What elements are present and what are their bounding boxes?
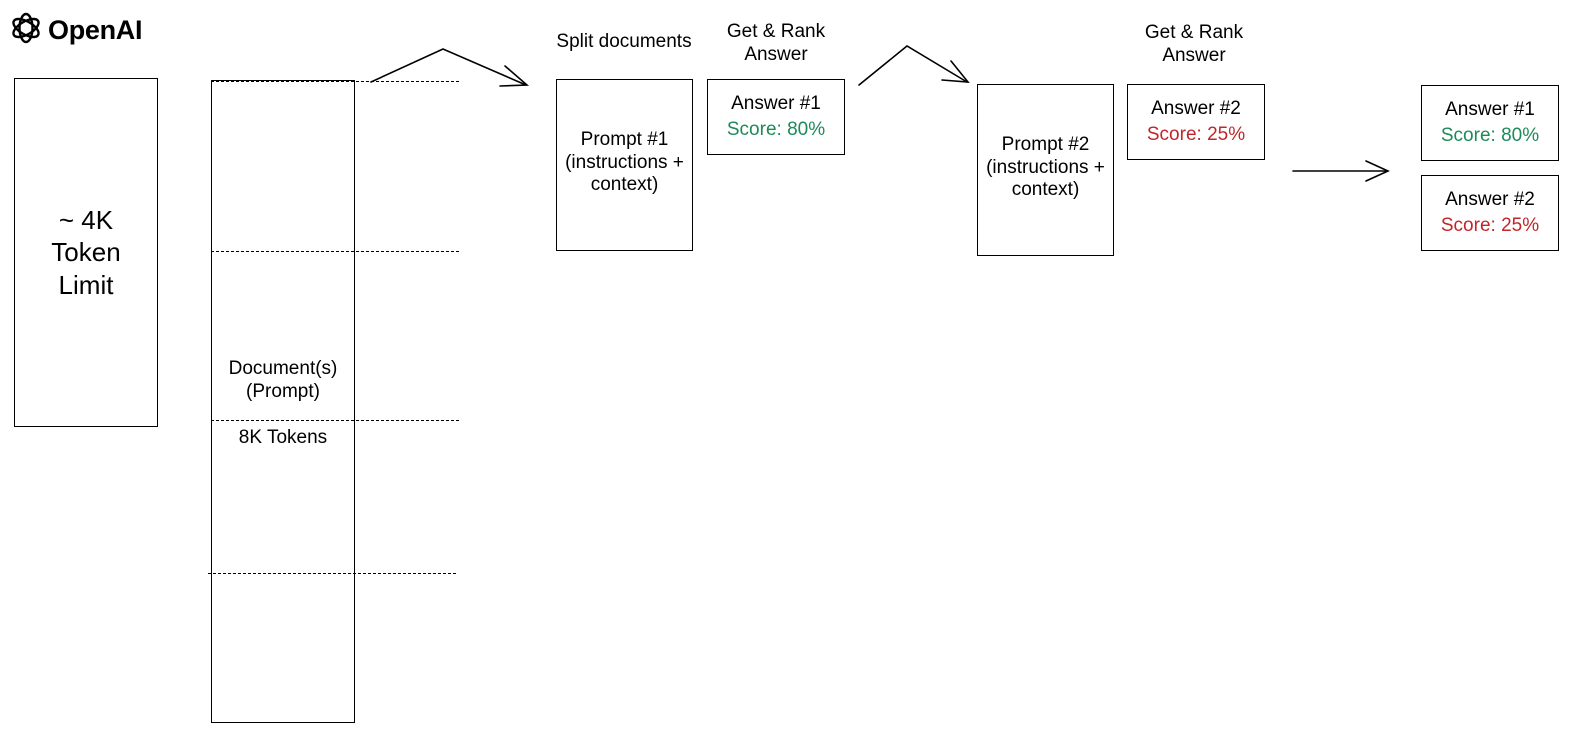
answer-2-title: Answer #2 [1151, 98, 1241, 120]
document-label-line1: Document(s) [228, 358, 338, 379]
arrow-to-prompt-2-head [941, 60, 970, 83]
ranked-answer-1-score: Score: 80% [1440, 125, 1540, 146]
token-limit-line2: Token [51, 237, 121, 268]
document-label-line2: (Prompt) [246, 380, 320, 402]
answer-1-title: Answer #1 [731, 93, 821, 115]
split-documents-header: Split documents [556, 31, 692, 52]
answer-1-box: Answer #1 Score: 80% [707, 79, 845, 155]
answer-2-score: Score: 25% [1146, 124, 1246, 145]
document-label: Document(s) (Prompt) [211, 358, 355, 404]
rank-header-1-line1: Get & Rank [726, 21, 826, 42]
rank-header-2-line1: Get & Rank [1144, 22, 1244, 43]
rank-header-2-line2: Answer [1162, 44, 1226, 66]
openai-logo: OpenAI [8, 10, 143, 51]
split-line-3 [211, 420, 459, 421]
prompt-2-line1: Prompt #2 [1001, 134, 1090, 156]
ranked-answer-2-title: Answer #2 [1445, 189, 1535, 211]
prompt-2-box: Prompt #2 (instructions + context) [977, 84, 1114, 256]
split-line-1 [211, 81, 459, 82]
token-limit-box: ~ 4K Token Limit [14, 78, 158, 427]
arrow-to-ranked-head [1365, 160, 1390, 182]
answer-2-box: Answer #2 Score: 25% [1127, 84, 1265, 160]
logo-text: OpenAI [48, 15, 143, 45]
token-limit-line1: ~ 4K [58, 204, 114, 235]
rank-header-1: Get & Rank Answer [704, 21, 848, 67]
document-column [211, 80, 355, 723]
ranked-answer-1-title: Answer #1 [1445, 99, 1535, 121]
ranked-answer-2-box: Answer #2 Score: 25% [1421, 175, 1559, 251]
prompt-1-line1: Prompt #1 [580, 129, 669, 151]
prompt-2-line3: context) [1011, 179, 1080, 201]
split-line-2 [211, 251, 459, 252]
document-tokens-label: 8K Tokens [238, 427, 328, 448]
openai-logo-icon [8, 10, 44, 51]
arrow-to-prompt-1-head [499, 65, 530, 87]
prompt-1-line3: context) [590, 174, 659, 196]
prompt-1-box: Prompt #1 (instructions + context) [556, 79, 693, 251]
ranked-answer-2-score: Score: 25% [1440, 215, 1540, 236]
rank-header-1-line2: Answer [744, 43, 808, 65]
rank-header-2: Get & Rank Answer [1122, 22, 1266, 68]
ranked-answer-1-box: Answer #1 Score: 80% [1421, 85, 1559, 161]
token-limit-line3: Limit [58, 269, 114, 300]
split-line-4 [208, 573, 456, 574]
prompt-2-line2: (instructions + [986, 156, 1105, 178]
prompt-1-line2: (instructions + [565, 151, 684, 173]
arrow-to-prompt-2 [858, 45, 968, 86]
answer-1-score: Score: 80% [726, 119, 826, 140]
arrow-to-prompt-1 [370, 48, 527, 86]
